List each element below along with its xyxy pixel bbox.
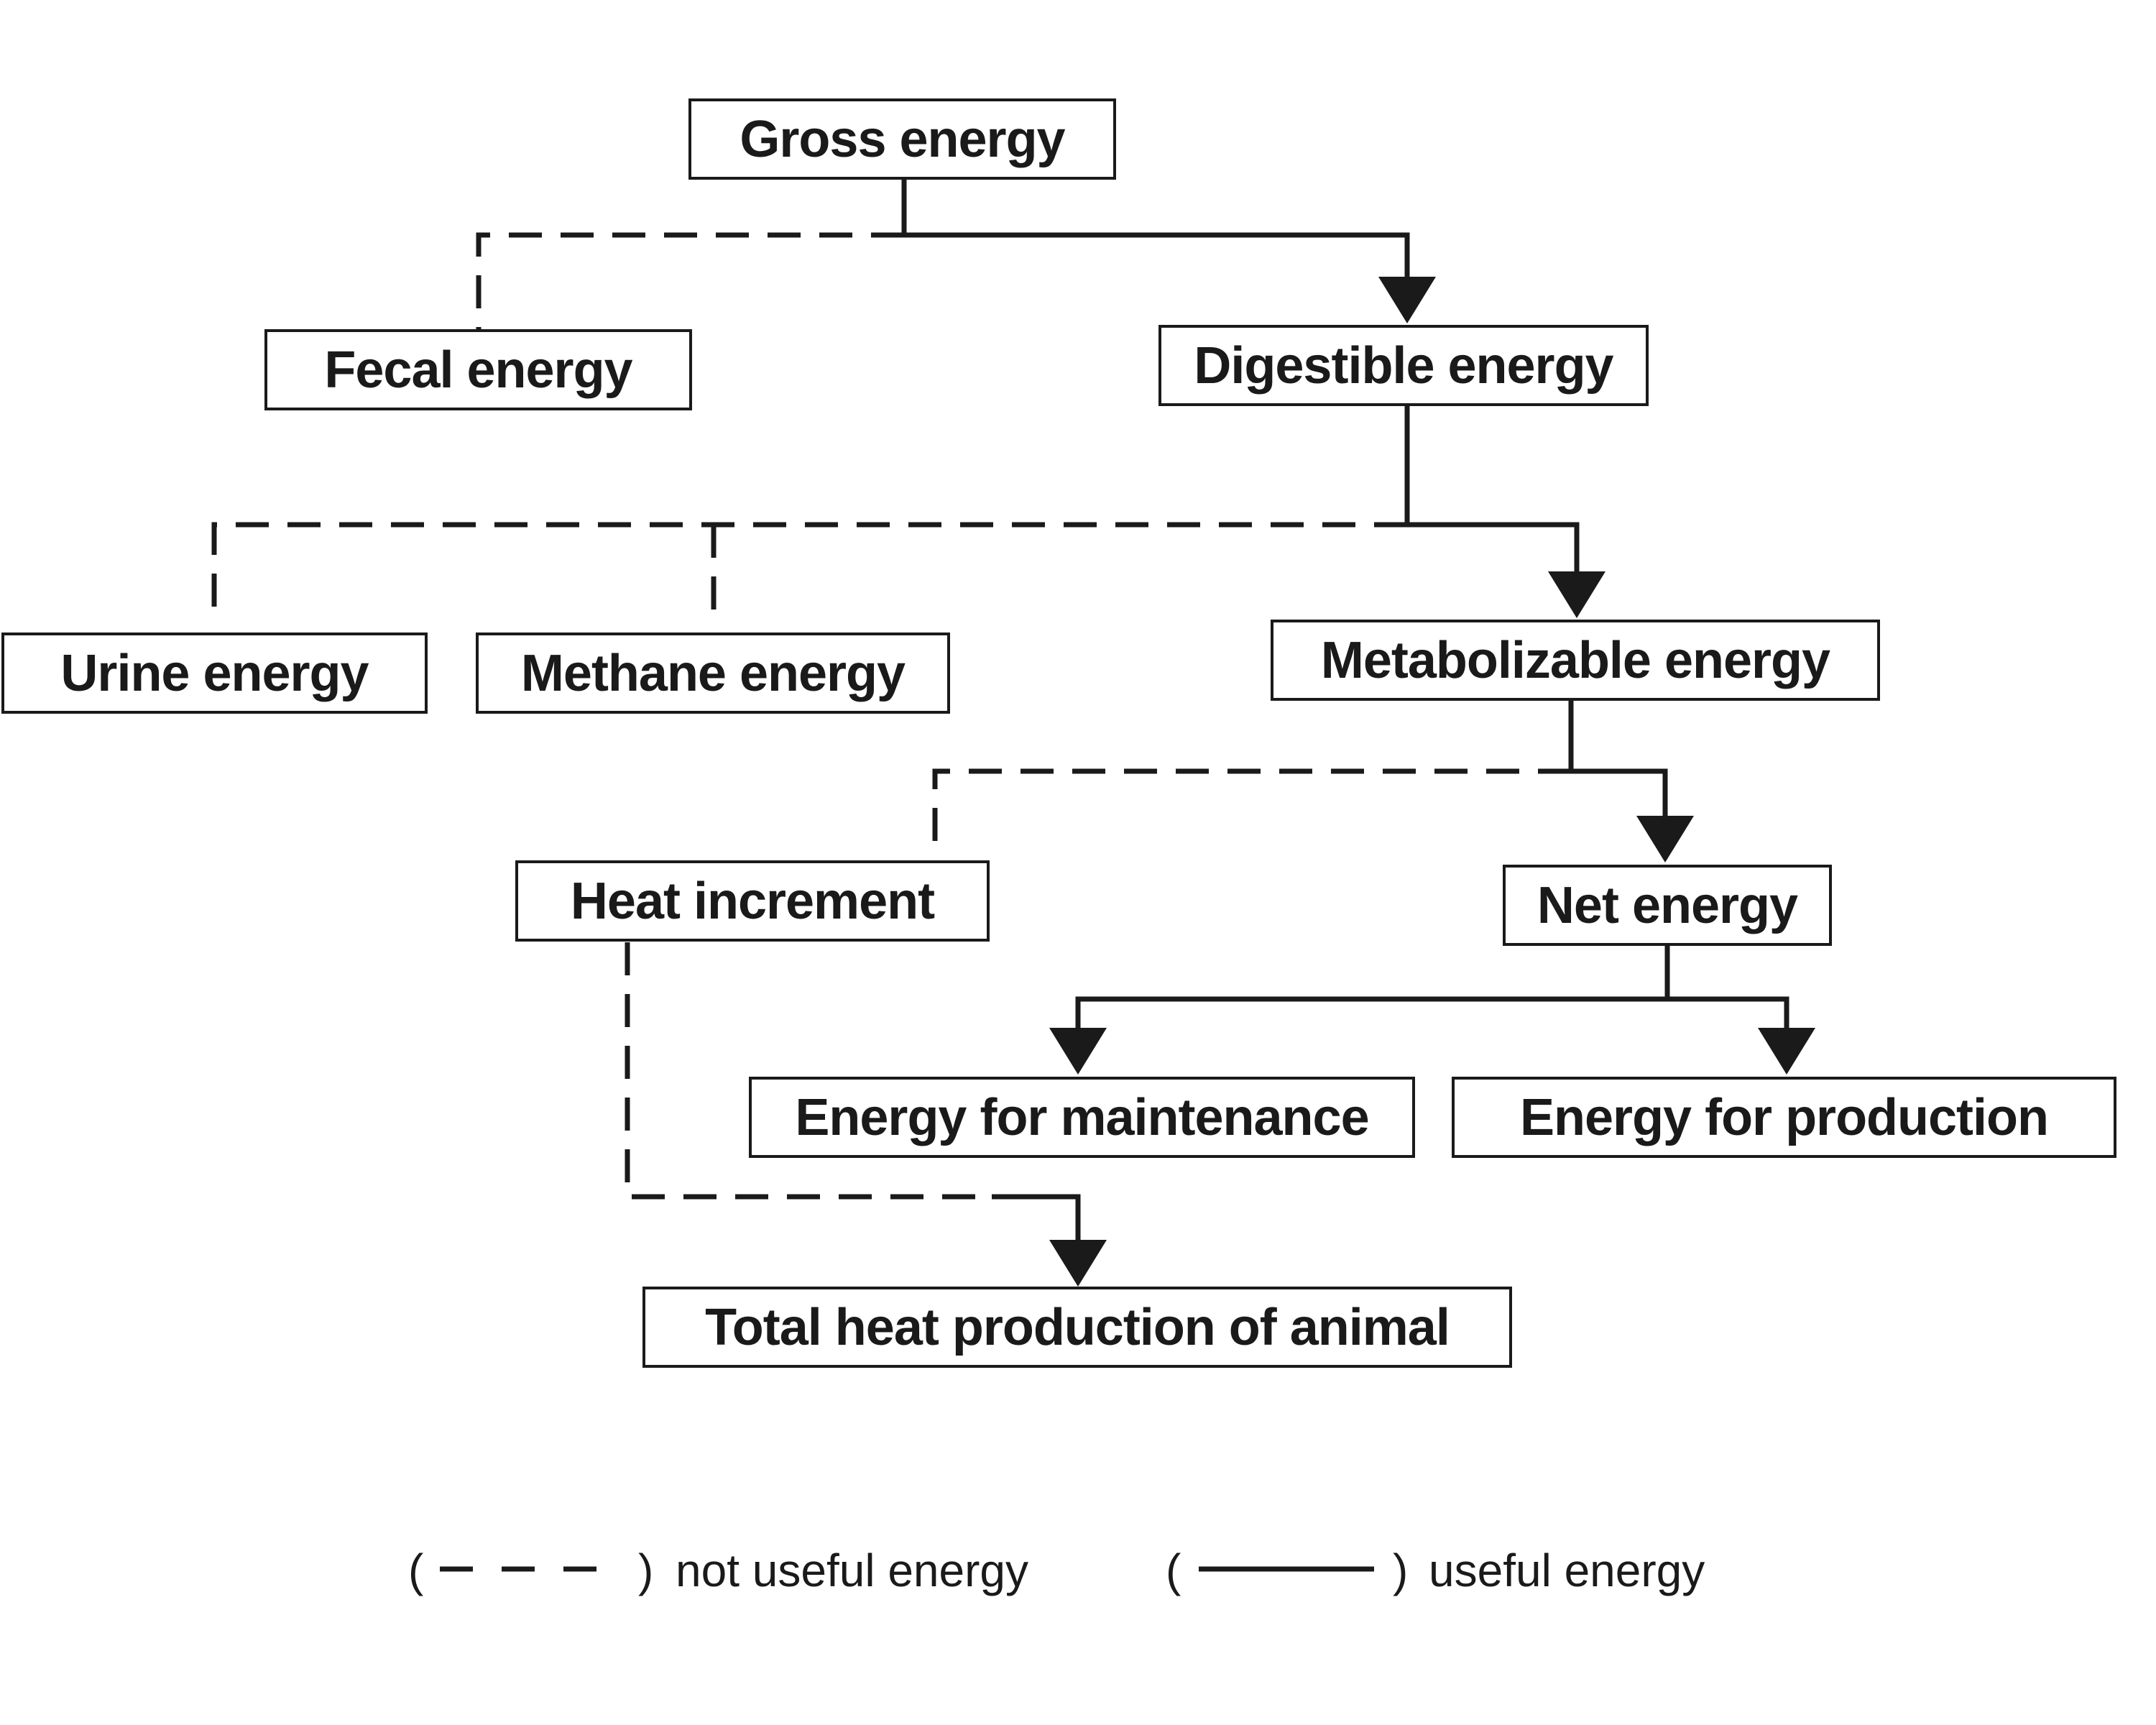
- arrowhead-maintenance: [1049, 1028, 1107, 1075]
- node-label: Heat increment: [570, 872, 935, 930]
- edge-metabolizable-to-heat: [932, 768, 1571, 859]
- node-label: Metabolizable energy: [1320, 631, 1830, 689]
- legend-dashed-close-paren: ): [638, 1545, 654, 1596]
- node-label: Methane energy: [520, 644, 906, 702]
- edge-net-to-production: [1667, 996, 1789, 1035]
- legend-solid-open-paren: (: [1166, 1545, 1181, 1596]
- arrowhead-net: [1636, 816, 1694, 862]
- node-fecal-energy: Fecal energy: [264, 329, 692, 410]
- legend-solid-close-paren: ): [1393, 1545, 1409, 1596]
- edge-digestible-to-urine: [211, 522, 1407, 624]
- node-gross-energy: Gross energy: [688, 98, 1116, 180]
- edge-heat-to-total-dashed: [625, 942, 999, 1200]
- edge-net-to-maintenance: [1075, 946, 1670, 1035]
- node-total-heat-production: Total heat production of animal: [642, 1287, 1512, 1368]
- node-energy-for-production: Energy for production: [1452, 1077, 2116, 1158]
- edge-heat-to-total-solid: [992, 1194, 1081, 1247]
- node-methane-energy: Methane energy: [476, 632, 950, 714]
- arrowhead-metabolizable: [1548, 571, 1606, 618]
- node-digestible-energy: Digestible energy: [1158, 325, 1649, 406]
- arrowhead-digestible: [1378, 277, 1436, 323]
- legend-dashed-label: not useful energy: [676, 1545, 1028, 1596]
- edge-digestible-to-metabolizable: [1404, 406, 1580, 579]
- node-energy-for-maintenance: Energy for maintenance: [749, 1077, 1415, 1158]
- node-heat-increment: Heat increment: [515, 860, 990, 942]
- node-label: Gross energy: [740, 110, 1065, 168]
- arrowhead-total-heat: [1049, 1240, 1107, 1287]
- node-label: Total heat production of animal: [705, 1298, 1450, 1356]
- node-label: Energy for maintenance: [795, 1088, 1369, 1146]
- legend-dashed-open-paren: (: [408, 1545, 424, 1596]
- legend-solid-label: useful energy: [1429, 1545, 1705, 1596]
- node-label: Fecal energy: [324, 341, 632, 399]
- node-label: Energy for production: [1520, 1088, 2049, 1146]
- edge-gross-to-fecal: [476, 232, 904, 331]
- edge-gross-to-digestible: [901, 180, 1410, 284]
- node-net-energy: Net energy: [1503, 865, 1832, 946]
- node-label: Net energy: [1537, 876, 1798, 934]
- edge-metabolizable-to-net: [1568, 701, 1668, 823]
- arrowhead-production: [1758, 1028, 1815, 1075]
- node-urine-energy: Urine energy: [1, 632, 428, 714]
- node-metabolizable-energy: Metabolizable energy: [1271, 620, 1880, 701]
- node-label: Digestible energy: [1194, 336, 1613, 395]
- node-label: Urine energy: [60, 644, 369, 702]
